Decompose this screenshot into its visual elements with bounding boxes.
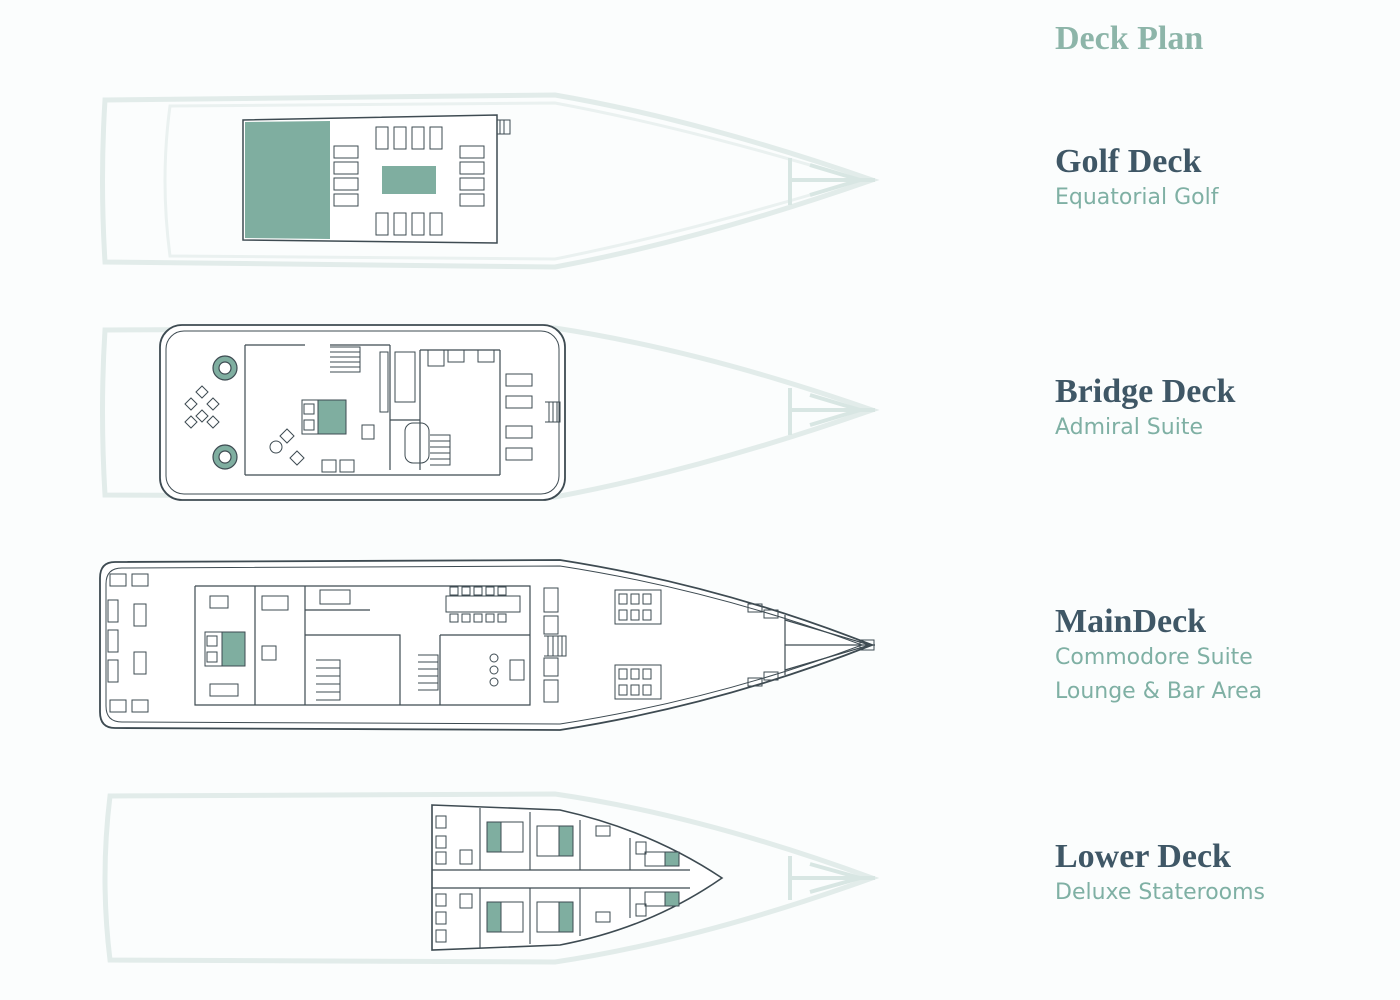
bathtub [404, 422, 430, 464]
hull-inner [105, 565, 864, 725]
stairs [330, 346, 361, 373]
foredeck-seating [614, 589, 662, 700]
deck-label-golf[interactable]: Golf Deck Equatorial Golf [1055, 143, 1219, 215]
deck-subtitle: Admiral Suite [1055, 415, 1203, 440]
golf-deck-plan[interactable] [100, 92, 880, 270]
deck-subtitle: Lounge & Bar Area [1055, 679, 1263, 704]
stairs [545, 401, 561, 423]
bow-seats [747, 603, 779, 687]
corridor [432, 869, 690, 889]
ghost-bow-mark [788, 158, 875, 205]
deck-subtitle: Equatorial Golf [1055, 185, 1219, 210]
deck-plan-drawing [99, 92, 880, 965]
golf-green [245, 121, 330, 239]
stairs [544, 635, 567, 657]
deck-subtitle: Commodore Suite [1055, 645, 1253, 670]
stateroom-beds [486, 821, 680, 933]
lounger-row-top [375, 126, 443, 150]
lower-deck-plan[interactable] [102, 791, 880, 965]
deck-name: Golf Deck [1055, 143, 1202, 180]
ghost-bow-mark [788, 388, 875, 435]
deck-outline [159, 324, 566, 501]
lounger-column-right [459, 145, 485, 207]
deck-name: Bridge Deck [1055, 373, 1236, 410]
main-deck-plan[interactable] [99, 559, 875, 731]
lounger-row-bottom [375, 212, 443, 236]
stern-seating [107, 573, 149, 713]
deck-label-lower[interactable]: Lower Deck Deluxe Staterooms [1055, 838, 1265, 910]
bar-stools [489, 653, 499, 687]
page-title: Deck Plan [1055, 20, 1204, 57]
deck-name: MainDeck [1055, 603, 1207, 640]
jacuzzi-bottom [212, 444, 238, 470]
bridge-deck-plan[interactable] [100, 324, 880, 501]
stairs [430, 434, 451, 466]
lounger-column-left [333, 145, 359, 207]
diamond-seating [184, 385, 305, 466]
dining-table [445, 586, 521, 623]
cabin-walls [479, 808, 631, 948]
lounger-column [543, 587, 559, 703]
ghost-hull-inner [163, 101, 866, 261]
lounger-column [505, 373, 533, 461]
fixtures [209, 589, 525, 697]
ghost-hull [100, 325, 880, 500]
deck-outline [431, 804, 724, 951]
stairs [316, 659, 341, 701]
ghost-bow-mark [788, 856, 875, 900]
bathroom-fixtures [435, 815, 647, 943]
deck-label-main[interactable]: MainDeck Commodore Suite Lounge & Bar Ar… [1055, 603, 1262, 709]
deck-subtitle: Deluxe Staterooms [1055, 880, 1266, 905]
bow-mark [784, 615, 875, 675]
jacuzzi-top [212, 355, 238, 381]
hull-outline [99, 559, 875, 731]
ghost-hull [100, 92, 880, 270]
ghost-hull [102, 791, 880, 965]
admiral-bed [301, 399, 347, 435]
commodore-bed [204, 631, 246, 667]
deck-label-bridge[interactable]: Bridge Deck Admiral Suite [1055, 373, 1235, 445]
stairs [418, 654, 439, 691]
interior-walls [194, 585, 531, 706]
stairs [497, 119, 511, 135]
putting-pad [382, 166, 436, 194]
fixtures [321, 349, 495, 473]
deck-name: Lower Deck [1055, 838, 1231, 875]
